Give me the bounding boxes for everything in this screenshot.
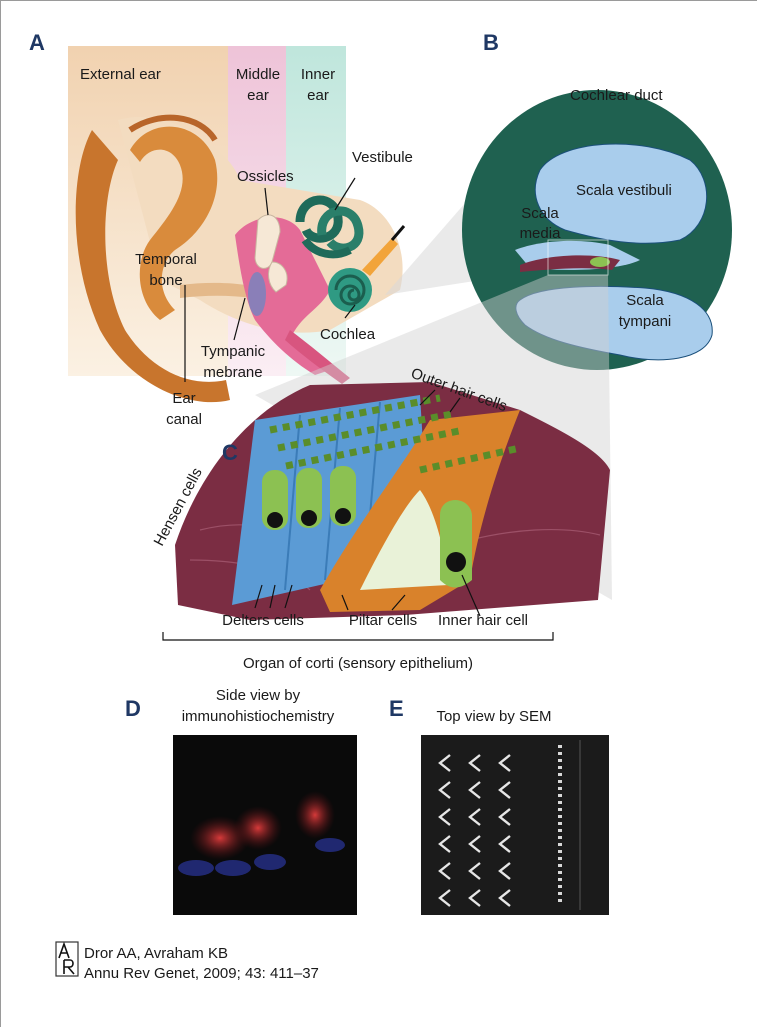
label-scala-tympani-line1: Scala — [626, 292, 664, 309]
label-scala-vestibuli: Scala vestibuli — [576, 182, 672, 199]
organ-of-corti-bracket — [163, 632, 553, 640]
blue-nucleus-2 — [215, 860, 251, 876]
frame-top-line — [0, 0, 757, 1]
label-ear-canal-line2: canal — [166, 411, 202, 428]
label-e-title: Top view by SEM — [436, 708, 551, 725]
red-stain-3 — [295, 791, 335, 839]
logo-frame — [56, 942, 78, 976]
label-vestibule: Vestibule — [352, 149, 413, 166]
nucleus-1 — [267, 512, 283, 528]
nucleus-3 — [335, 508, 351, 524]
label-scala-media-line1: Scala — [521, 205, 559, 222]
ear-canal-shape — [180, 283, 252, 298]
panel-label-e: E — [389, 696, 404, 721]
red-stain-2 — [234, 806, 282, 850]
blue-nucleus-3 — [254, 854, 286, 870]
citation-authors: Dror AA, Avraham KB — [84, 945, 228, 962]
label-ossicles: Ossicles — [237, 168, 294, 185]
inner-hair-cell-shape — [440, 500, 472, 588]
label-external-ear: External ear — [80, 66, 161, 83]
label-pillar-cells: Piltar cells — [349, 612, 417, 629]
panel-label-c: C — [222, 440, 238, 465]
label-delters-cells: Delters cells — [222, 612, 304, 629]
citation: Dror AA, Avraham KB Annu Rev Genet, 2009… — [56, 942, 319, 982]
label-inner-ear-line1: Inner — [301, 66, 335, 83]
frame-left-line — [0, 0, 1, 1027]
label-ear-canal-line1: Ear — [172, 390, 195, 407]
panel-label-a: A — [29, 30, 45, 55]
label-inner-hair-cell: Inner hair cell — [438, 612, 528, 629]
label-tympanic-line1: Tympanic — [201, 343, 266, 360]
label-cochlear-duct: Cochlear duct — [570, 87, 663, 104]
citation-journal: Annu Rev Genet, 2009; 43: 411–37 — [84, 965, 319, 982]
panel-label-b: B — [483, 30, 499, 55]
inner-hair-nucleus — [446, 552, 466, 572]
panel-d-side-view: Side view by immunohistiochemistry — [173, 687, 357, 915]
nucleus-2 — [301, 510, 317, 526]
tympanic-membrane-shape — [248, 272, 266, 316]
panel-label-d: D — [125, 696, 141, 721]
blue-nucleus-1 — [178, 860, 214, 876]
label-temporal-bone-line2: bone — [149, 272, 182, 289]
label-scala-media-line2: media — [520, 225, 562, 242]
blue-nucleus-4 — [315, 838, 345, 852]
label-d-title-line2: immunohistiochemistry — [182, 708, 335, 725]
mini-hair-cells — [590, 257, 610, 267]
label-middle-ear-line1: Middle — [236, 66, 280, 83]
label-scala-tympani-line2: tympani — [619, 313, 672, 330]
annual-reviews-logo — [56, 942, 78, 976]
label-cochlea: Cochlea — [320, 326, 376, 343]
label-inner-ear-line2: ear — [307, 87, 329, 104]
label-organ-of-corti: Organ of corti (sensory epithelium) — [243, 655, 473, 672]
panel-e-top-view: Top view by SEM — [421, 708, 609, 915]
label-temporal-bone-line1: Temporal — [135, 251, 197, 268]
label-tympanic-line2: mebrane — [203, 364, 262, 381]
label-middle-ear-line2: ear — [247, 87, 269, 104]
label-d-title-line1: Side view by — [216, 687, 301, 704]
